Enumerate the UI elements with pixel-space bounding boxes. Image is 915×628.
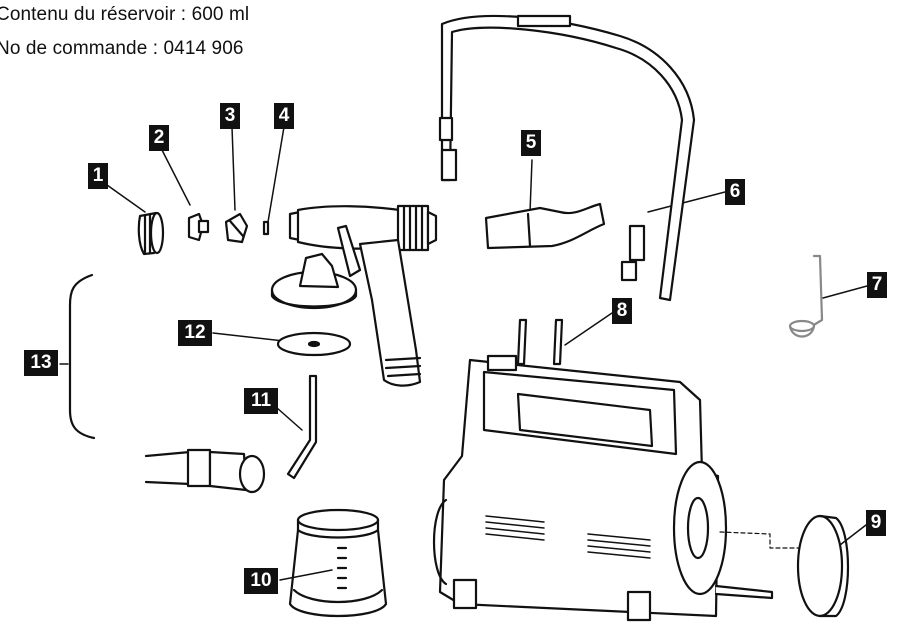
part-12-filter-disc (276, 331, 352, 357)
part-10-container (288, 508, 388, 618)
callout-2: 2 (149, 125, 169, 151)
part-1-air-cap (137, 211, 165, 256)
callout-12: 12 (178, 320, 212, 346)
callout-6: 6 (725, 179, 745, 205)
callout-11: 11 (244, 388, 278, 414)
part-8-connectors (516, 318, 564, 366)
callout-13: 13 (24, 350, 58, 376)
callout-1: 1 (88, 163, 108, 189)
part-9-filter-cap (719, 514, 850, 618)
part-2-nozzle (187, 212, 210, 242)
callout-10: 10 (244, 568, 278, 594)
part-5-hose-elbow (484, 202, 606, 250)
callout-3: 3 (220, 103, 240, 129)
spray-gun (270, 204, 438, 387)
callout-9: 9 (866, 510, 886, 536)
turbine-unit (432, 354, 774, 622)
part-13-hose (144, 448, 266, 494)
order-number-text: No de commande : 0414 906 (0, 38, 244, 59)
bracket-13 (68, 273, 96, 440)
part-11-suction-tube (286, 374, 318, 480)
part-7-hook (788, 254, 824, 338)
callout-5: 5 (521, 130, 541, 156)
callout-7: 7 (867, 272, 887, 298)
tank-capacity-text: Contenu du réservoir : 600 ml (0, 4, 250, 25)
part-4-seal (262, 220, 270, 236)
part-3-valve (224, 212, 249, 244)
part-6-shoulder-strap (438, 14, 696, 302)
callout-4: 4 (274, 103, 294, 129)
callout-8: 8 (612, 298, 632, 324)
